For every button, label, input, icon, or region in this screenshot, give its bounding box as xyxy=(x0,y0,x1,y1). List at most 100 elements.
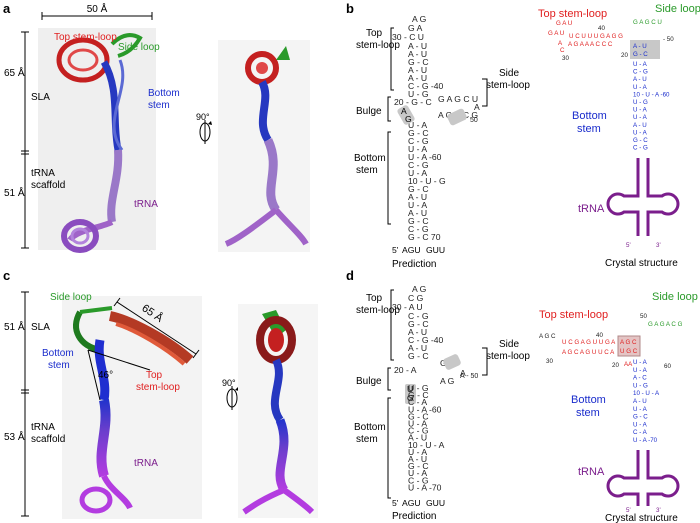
crys-b-side: Side loop xyxy=(655,3,700,15)
sequence-row: U - A xyxy=(408,168,427,178)
pred-b-bulge: Bulge xyxy=(356,106,382,117)
crys-d-trna: tRNA xyxy=(578,466,605,478)
svg-text:A - U: A - U xyxy=(633,43,647,50)
pred-b-top-2: stem-loop xyxy=(356,40,400,51)
rotation-label-c: 90° xyxy=(222,378,236,388)
pred-d-side-1: Side xyxy=(499,339,519,350)
label-top-stem-loop-c-2: stem-loop xyxy=(136,382,180,393)
sequence-row: U - A xyxy=(633,61,648,68)
sequence-row: A - U xyxy=(408,192,427,202)
pred-b-bulge-a: A xyxy=(401,106,407,116)
sequence-row: 10 - U - A xyxy=(633,390,660,397)
crys-b-top: Top stem-loop xyxy=(538,8,607,20)
pred-d-sequence: A G C G 30 - A U C - G G - C A - U C - G… xyxy=(392,284,478,386)
sequence-row: A - U xyxy=(633,398,647,405)
sequence-row: U - G xyxy=(633,382,648,389)
panel-d-letter: d xyxy=(346,268,354,283)
svg-text:G A U: G A U xyxy=(548,30,564,37)
sequence-row: U - A xyxy=(633,107,648,114)
svg-text:50: 50 xyxy=(470,117,478,124)
svg-text:A - 50: A - 50 xyxy=(460,373,478,380)
sequence-row: U - A -70 xyxy=(408,482,442,492)
pred-b-side-shade xyxy=(447,108,467,126)
crys-b-sequence: G A U G A U U C U U U G A G G A C A G A … xyxy=(548,19,674,62)
svg-text:G A G A C G: G A G A C G xyxy=(648,321,683,328)
sequence-row: 10 - U - A xyxy=(408,440,445,450)
pred-d-side-shade xyxy=(443,354,461,370)
crys-d-bottom-2: stem xyxy=(576,407,600,419)
pred-d-top-2: stem-loop xyxy=(356,305,400,316)
svg-text:C - G -40: C - G -40 xyxy=(408,81,444,91)
svg-text:AGU: AGU xyxy=(402,245,421,255)
svg-text:G A U: G A U xyxy=(556,20,572,27)
svg-text:C G: C G xyxy=(408,293,424,303)
sequence-row: C - A xyxy=(633,429,648,436)
rotation-label-a: 90° xyxy=(196,112,210,122)
sequence-row: U - A -60 xyxy=(408,152,442,162)
sequence-row: U - A xyxy=(633,359,648,366)
pred-b-caption: Prediction xyxy=(392,259,436,270)
sequence-row: 10 - U - A -60 xyxy=(633,91,670,98)
label-trna-scaffold-c-1: tRNA xyxy=(31,422,55,433)
svg-text:AA: AA xyxy=(624,361,633,368)
sequence-row: U - A xyxy=(633,114,648,121)
model-c-left xyxy=(73,306,194,514)
label-sla-c: SLA xyxy=(31,322,50,333)
svg-text:20 - A: 20 - A xyxy=(394,365,417,375)
crys-b-junction-shade xyxy=(630,40,660,59)
panel-a: a 50 Å Top stem-loop Side loop Bottom st… xyxy=(3,1,310,253)
crys-d-caption: Crystal structure xyxy=(605,513,678,523)
svg-text:A G: A G xyxy=(440,376,455,386)
svg-text:C - G -40: C - G -40 xyxy=(408,335,444,345)
svg-text:U G C: U G C xyxy=(620,348,638,355)
svg-text:A - U: A - U xyxy=(408,65,427,75)
svg-text:GUU: GUU xyxy=(426,245,445,255)
crys-d-bottom-seq: U - AU - AA - CU - G10 - U - AA - UU - A… xyxy=(633,359,660,444)
svg-text:A: A xyxy=(460,368,466,378)
sequence-row: U - A xyxy=(633,406,648,413)
sequence-row: U - A xyxy=(633,421,648,428)
pred-d-bottom-2: stem xyxy=(356,434,378,445)
svg-text:A: A xyxy=(558,40,563,47)
svg-text:C: C xyxy=(560,47,565,54)
crys-b-bottom-seq: U - AC - GA - UU - A10 - U - A -60U - GU… xyxy=(633,61,670,152)
svg-text:60: 60 xyxy=(664,363,671,370)
dimension-diagonal xyxy=(116,301,197,355)
crys-d-bottom-1: Bottom xyxy=(571,394,606,406)
svg-text:A - U: A - U xyxy=(408,49,427,59)
sequence-row: C - G xyxy=(408,136,429,146)
panel-c-letter: c xyxy=(3,268,10,283)
sequence-row: C - A xyxy=(408,397,427,407)
label-side-loop: Side loop xyxy=(118,42,160,53)
sequence-row: 10 - U - G xyxy=(408,176,446,186)
sequence-row: G - C xyxy=(408,128,429,138)
crys-b-trna: tRNA xyxy=(578,203,605,215)
sequence-row: U - A xyxy=(408,144,427,154)
sequence-row: U - A xyxy=(633,129,648,136)
pred-d-top-1: Top xyxy=(366,293,383,304)
svg-text:U - A: U - A xyxy=(408,120,427,130)
sequence-row: C - G xyxy=(633,69,648,76)
label-trna-scaffold-a-2: scaffold xyxy=(31,180,65,191)
pred-d-bulge: Bulge xyxy=(356,376,382,387)
sequence-row: A - U xyxy=(408,433,427,443)
sequence-row: C - G xyxy=(633,145,648,152)
sequence-row: U - A xyxy=(633,367,648,374)
svg-text:G A G C U: G A G C U xyxy=(633,19,662,26)
svg-text:5': 5' xyxy=(392,498,399,508)
svg-text:20: 20 xyxy=(612,362,619,369)
model-a-left xyxy=(56,33,143,253)
sequence-row: G - C xyxy=(408,461,429,471)
svg-text:A - U: A - U xyxy=(408,41,427,51)
sequence-row: U - G xyxy=(633,99,648,106)
svg-text:G - C: G - C xyxy=(633,51,648,58)
sequence-row: C - G xyxy=(408,475,429,485)
pred-d-bottom: U - GG - CC - AU - A -60G - CU - AC - GA… xyxy=(408,383,445,492)
svg-text:20 - G - C: 20 - G - C xyxy=(394,97,432,107)
rotation-icon xyxy=(199,120,212,144)
panel-c: c 65 Å Side loop Bottom stem 46° Top ste… xyxy=(3,268,318,519)
label-bottom-stem-2: stem xyxy=(148,100,170,111)
svg-text:5': 5' xyxy=(626,507,631,514)
svg-text:30 - A U: 30 - A U xyxy=(392,302,423,312)
svg-text:U - G: U - G xyxy=(408,89,429,99)
